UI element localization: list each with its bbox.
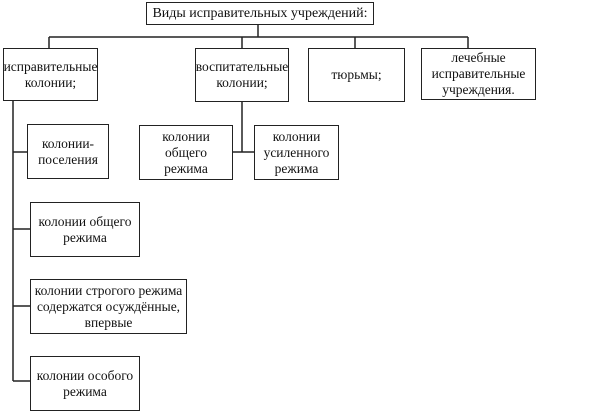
colony-settlement: колонии-поселения [27,124,109,179]
type-prisons: тюрьмы; [308,48,405,102]
colony-strict-regime: колонии строгого режима содержатся осужд… [30,279,187,334]
root-box: Виды исправительных учреждений: [146,2,374,25]
educational-enhanced-regime: колонии усиленного режима [254,125,339,180]
type-correctional-colonies: исправительные колонии; [3,48,98,101]
colony-general-regime: колонии общего режима [30,202,140,257]
colony-special-regime: колонии особого режима [30,356,140,411]
type-educational-colonies: воспитательные колонии; [195,48,289,102]
type-medical-institutions: лечебные исправительные учреждения. [421,48,536,100]
educational-general-regime: колонии общего режима [139,125,233,180]
